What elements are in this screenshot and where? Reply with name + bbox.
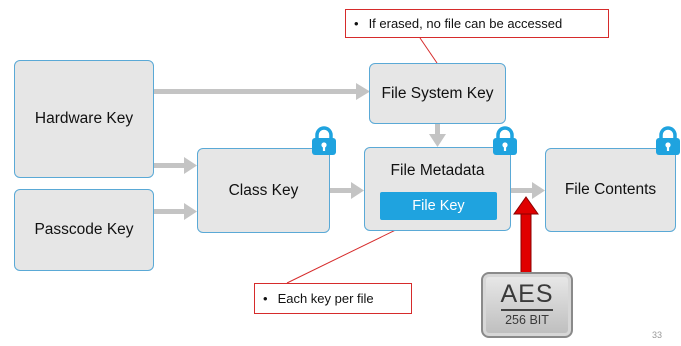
lock-icon bbox=[656, 126, 680, 155]
file-system-key-box: File System Key bbox=[369, 63, 506, 124]
arrow-hardware-to-filesystem bbox=[152, 89, 358, 94]
file-key-label: File Key bbox=[412, 198, 465, 214]
callout-leader-erased bbox=[419, 37, 438, 64]
callout-erased: • If erased, no file can be accessed bbox=[345, 9, 609, 38]
callout-erased-text: If erased, no file can be accessed bbox=[368, 16, 563, 31]
aes-red-arrow bbox=[513, 196, 539, 274]
file-system-key-label: File System Key bbox=[381, 84, 494, 102]
arrow-filesystem-to-metadata bbox=[435, 124, 440, 136]
arrow-class-to-metadata bbox=[330, 188, 353, 193]
arrow-passcode-to-class bbox=[152, 209, 186, 214]
class-key-box: Class Key bbox=[197, 148, 330, 233]
passcode-key-label: Passcode Key bbox=[34, 221, 134, 238]
class-key-label: Class Key bbox=[228, 181, 299, 199]
aes-badge: AES 256 BIT bbox=[481, 272, 573, 338]
callout-per-file-text: Each key per file bbox=[277, 291, 374, 306]
file-contents-box: File Contents bbox=[545, 148, 676, 232]
passcode-key-box: Passcode Key bbox=[14, 189, 154, 271]
hardware-key-label: Hardware Key bbox=[34, 110, 134, 127]
callout-leader-per-file bbox=[286, 221, 413, 284]
aes-title: AES bbox=[500, 280, 554, 308]
aes-divider bbox=[501, 309, 553, 311]
file-metadata-label: File Metadata bbox=[390, 162, 485, 179]
file-contents-label: File Contents bbox=[564, 181, 657, 198]
page-number: 33 bbox=[652, 330, 663, 340]
arrow-metadata-to-contents bbox=[511, 188, 534, 193]
file-key-box: File Key bbox=[380, 192, 497, 220]
arrow-hardware-to-class bbox=[152, 163, 186, 168]
lock-icon bbox=[312, 126, 336, 155]
callout-bullet: • bbox=[263, 291, 268, 306]
lock-icon bbox=[493, 126, 517, 155]
hardware-key-box: Hardware Key bbox=[14, 60, 154, 178]
aes-subtitle: 256 BIT bbox=[505, 313, 549, 327]
callout-bullet: • bbox=[354, 16, 359, 31]
callout-per-file: • Each key per file bbox=[254, 283, 412, 314]
